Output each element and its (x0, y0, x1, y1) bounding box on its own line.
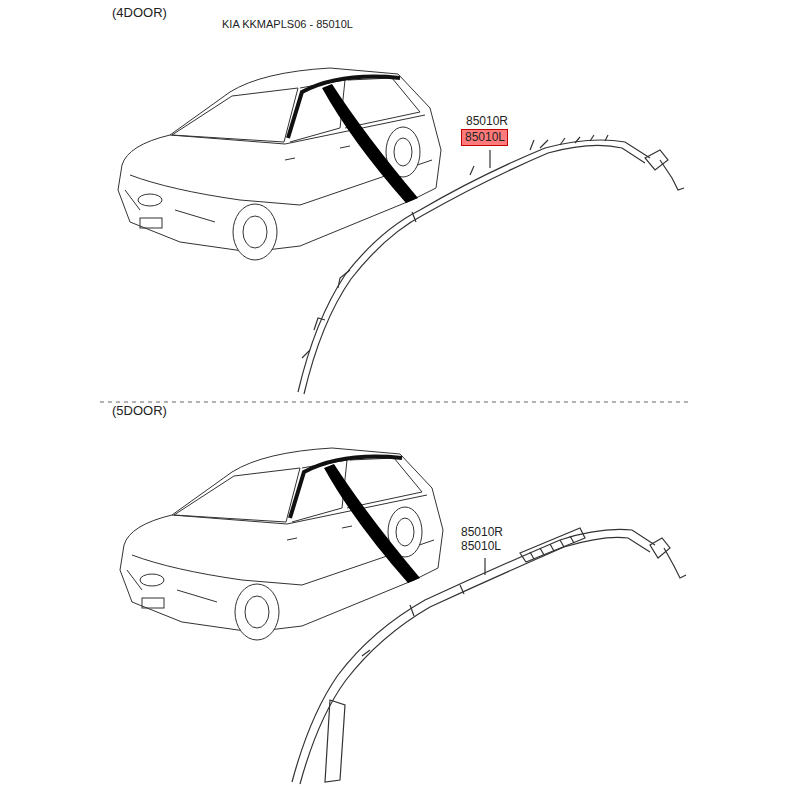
part-number: 85010L (461, 540, 501, 553)
highlighted-part-number: 85010L (461, 129, 508, 146)
part-number: 85010R (461, 526, 503, 539)
part-number: 85010R (466, 115, 508, 128)
part-number: 85010L (465, 131, 507, 144)
catalog-reference: KIA KKMAPLS06 - 85010L (222, 18, 353, 30)
variant-label: (5DOOR) (112, 404, 167, 418)
variant-label: (4DOOR) (112, 6, 167, 20)
